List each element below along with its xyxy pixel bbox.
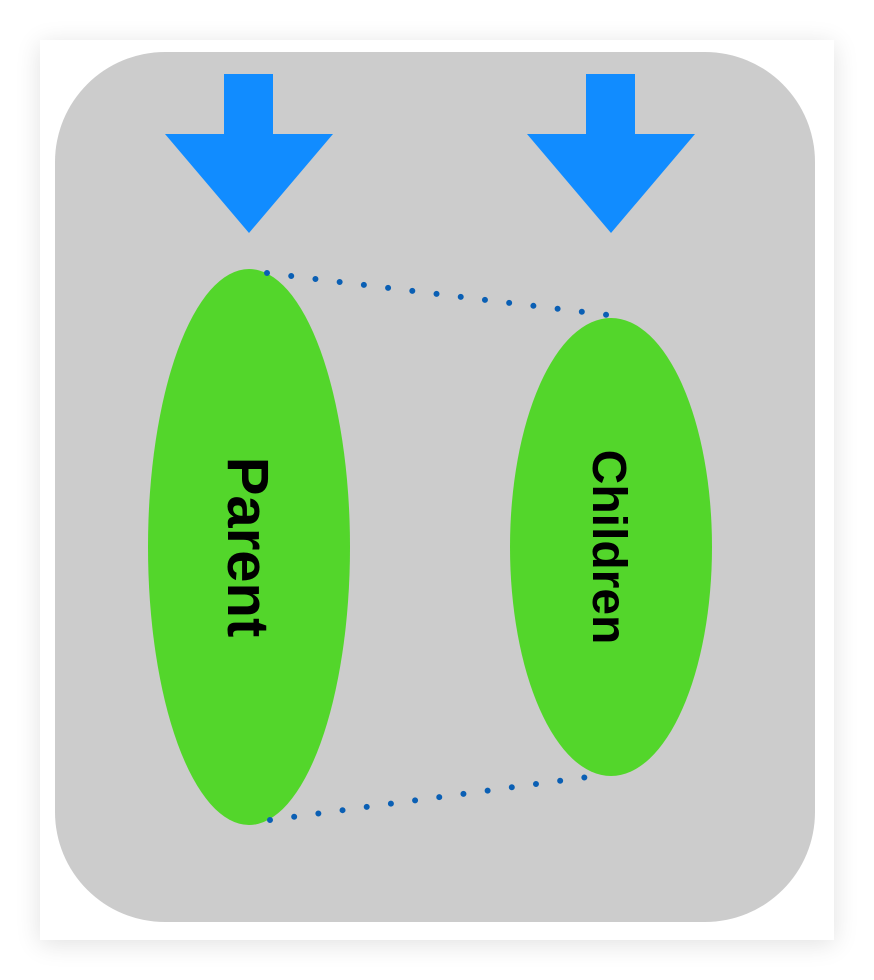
- children-label: Children: [582, 450, 635, 645]
- children-ellipse: [510, 318, 712, 776]
- bottom-dotted-connector: [267, 774, 591, 823]
- parent-label: Parent: [215, 457, 280, 638]
- down-arrow-icon: [165, 74, 333, 233]
- top-dotted-connector: [264, 270, 611, 318]
- down-arrow-icon: [527, 74, 695, 233]
- parent-ellipse: [148, 269, 350, 825]
